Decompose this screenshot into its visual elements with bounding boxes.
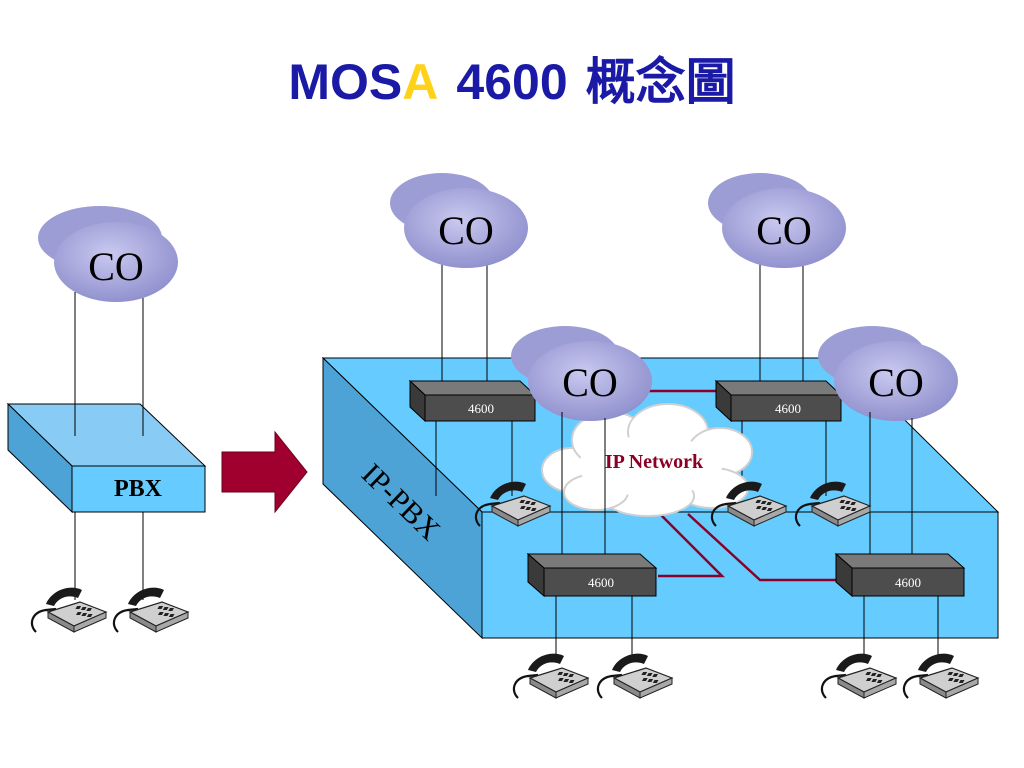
title-model: 4600 <box>456 54 568 110</box>
telephone-icon <box>30 586 108 634</box>
device-4600-1 <box>408 379 537 423</box>
device-label: 4600 <box>468 401 494 416</box>
device-label: 4600 <box>775 401 801 416</box>
co-cloud-3 <box>511 326 652 421</box>
title-a: A <box>402 54 439 110</box>
co-label: CO <box>756 208 812 253</box>
co-label: CO <box>868 360 924 405</box>
title-mos: MOS <box>288 54 403 110</box>
telephone-icon <box>112 586 190 634</box>
device-4600-2 <box>714 379 843 423</box>
pbx-box <box>6 402 207 514</box>
telephone-icon <box>596 652 674 700</box>
ip-network-label: IP Network <box>605 451 704 473</box>
co-label-left: CO <box>88 244 144 289</box>
co-cloud-left <box>38 206 178 302</box>
co-cloud-1 <box>390 173 528 268</box>
page-title: MOSA 4600 概念圖 <box>0 52 1024 112</box>
co-cloud-2 <box>708 173 846 268</box>
co-label: CO <box>562 360 618 405</box>
telephone-icon <box>820 652 898 700</box>
telephone-icon <box>902 652 980 700</box>
co-cloud-4 <box>818 326 958 421</box>
device-label: 4600 <box>588 575 614 590</box>
device-label: 4600 <box>895 575 921 590</box>
co-label: CO <box>438 208 494 253</box>
telephone-icon <box>512 652 590 700</box>
pbx-label: PBX <box>114 476 163 502</box>
arrow-right-icon <box>221 430 308 514</box>
ip-network-links <box>645 389 836 582</box>
device-4600-4 <box>834 552 966 598</box>
title-chinese: 概念圖 <box>585 54 736 110</box>
device-4600-3 <box>526 552 658 598</box>
